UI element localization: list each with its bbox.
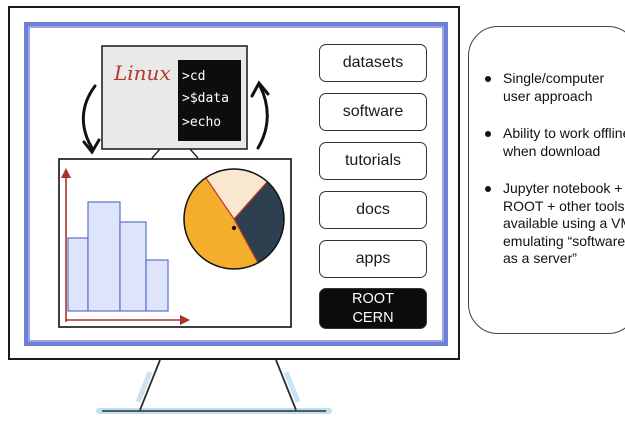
- x-axis-arrow-icon: [180, 315, 190, 325]
- histogram-bar: [87, 201, 121, 312]
- terminal-line: >$data: [182, 91, 229, 106]
- left-arrowhead-icon: [82, 138, 101, 155]
- bullet-icon: [485, 131, 491, 137]
- feature-text: Jupyter notebook + ROOT + other tools av…: [503, 180, 625, 266]
- root-cern-button[interactable]: ROOT CERN: [319, 288, 427, 329]
- features-panel: Single/computer user approach Ability to…: [468, 26, 625, 334]
- pie-slice-dark: [234, 182, 284, 263]
- right-arrow-icon: [256, 84, 269, 150]
- datasets-button[interactable]: datasets: [319, 44, 427, 82]
- linux-label: Linux: [113, 61, 171, 85]
- feature-text: Single/computer user approach: [503, 70, 605, 104]
- y-axis-arrow-icon: [61, 168, 71, 178]
- cycle-arrows: [81, 80, 270, 155]
- bullet-icon: [485, 186, 491, 192]
- root-cern-label-line: CERN: [352, 309, 394, 326]
- terminal-board: Linux >cd >$data >echo: [101, 45, 248, 159]
- feature-text: Ability to work offline when download: [503, 125, 625, 159]
- feature-item: Single/computer user approach: [483, 70, 625, 105]
- pie-slice-orange: [183, 178, 258, 270]
- terminal-line: >cd: [182, 69, 205, 84]
- left-arrow-icon: [81, 84, 97, 150]
- monitor-stand: [96, 359, 332, 414]
- right-arrowhead-icon: [250, 80, 270, 98]
- root-cern-label-line: ROOT: [352, 290, 394, 307]
- software-button[interactable]: software: [319, 93, 427, 131]
- terminal-screen: [178, 60, 241, 141]
- histogram-bar: [67, 237, 89, 312]
- terminal-line: >echo: [182, 115, 221, 130]
- chart-board: [58, 158, 292, 328]
- bullet-icon: [485, 76, 491, 82]
- histogram-bar: [145, 259, 169, 312]
- histogram-bar: [119, 221, 147, 312]
- docs-button[interactable]: docs: [319, 191, 427, 229]
- feature-item: Jupyter notebook + ROOT + other tools av…: [483, 180, 625, 268]
- apps-button[interactable]: apps: [319, 240, 427, 278]
- tutorials-button[interactable]: tutorials: [319, 142, 427, 180]
- feature-item: Ability to work offline when download: [483, 125, 625, 160]
- features-list: Single/computer user approach Ability to…: [483, 70, 625, 288]
